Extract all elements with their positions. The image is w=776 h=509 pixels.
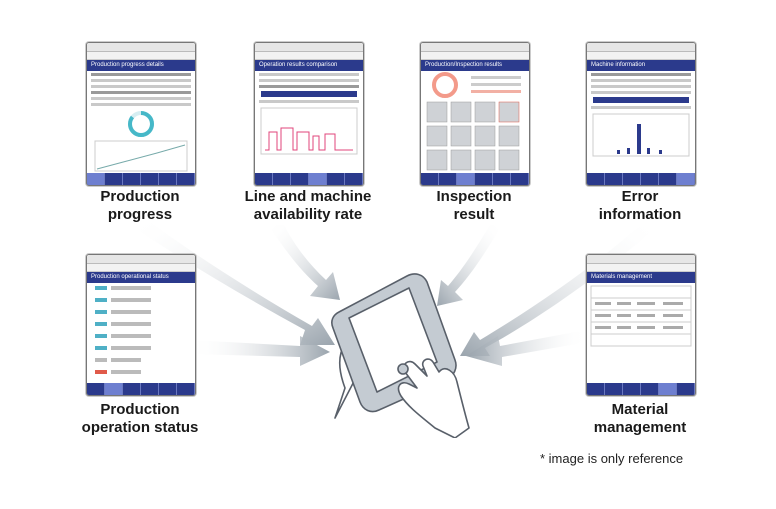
screen-material-management: Materials management (586, 254, 696, 396)
screen-title: Machine information (587, 60, 695, 71)
label-operation-status: Production operation status (81, 401, 199, 436)
screen-title: Production progress details (87, 60, 195, 71)
inspection-images-grid (426, 101, 520, 171)
screen-inspection-result: Production/Inspection results (420, 42, 530, 186)
arrow-production-progress (130, 222, 335, 345)
arrow-inspection-result (437, 225, 502, 306)
arrow-material-management (466, 330, 588, 366)
arrow-operation-status (190, 336, 330, 366)
screen-title: Production/Inspection results (421, 60, 529, 71)
material-table-icon (590, 285, 692, 347)
screen-availability-rate: Operation results comparison (254, 42, 364, 186)
screen-title: Operation results comparison (255, 60, 363, 71)
progress-ring-icon (128, 111, 154, 137)
label-material-management: Material management (593, 401, 687, 436)
label-inspection-result: Inspection result (436, 188, 512, 223)
progress-chart-icon (94, 140, 188, 172)
availability-chart-icon (260, 107, 358, 155)
right-hand-icon (397, 358, 470, 438)
status-list-icon (95, 286, 151, 374)
label-availability-rate: Line and machine availability rate (244, 188, 372, 223)
footnote: * image is only reference (540, 451, 684, 466)
screen-title: Materials management (587, 272, 695, 283)
label-error-information: Error information (598, 188, 682, 223)
screen-error-information: Machine information (586, 42, 696, 186)
error-histogram-icon (592, 113, 690, 157)
label-production-progress: Production progress (100, 188, 180, 223)
arrow-availability-rate (268, 225, 340, 300)
screen-operation-status: Production operational status (86, 254, 196, 396)
hand-tablet-illustration (331, 273, 470, 438)
screen-production-progress: Production progress details (86, 42, 196, 186)
inspection-ring-icon (432, 72, 521, 98)
screen-title: Production operational status (87, 272, 195, 283)
